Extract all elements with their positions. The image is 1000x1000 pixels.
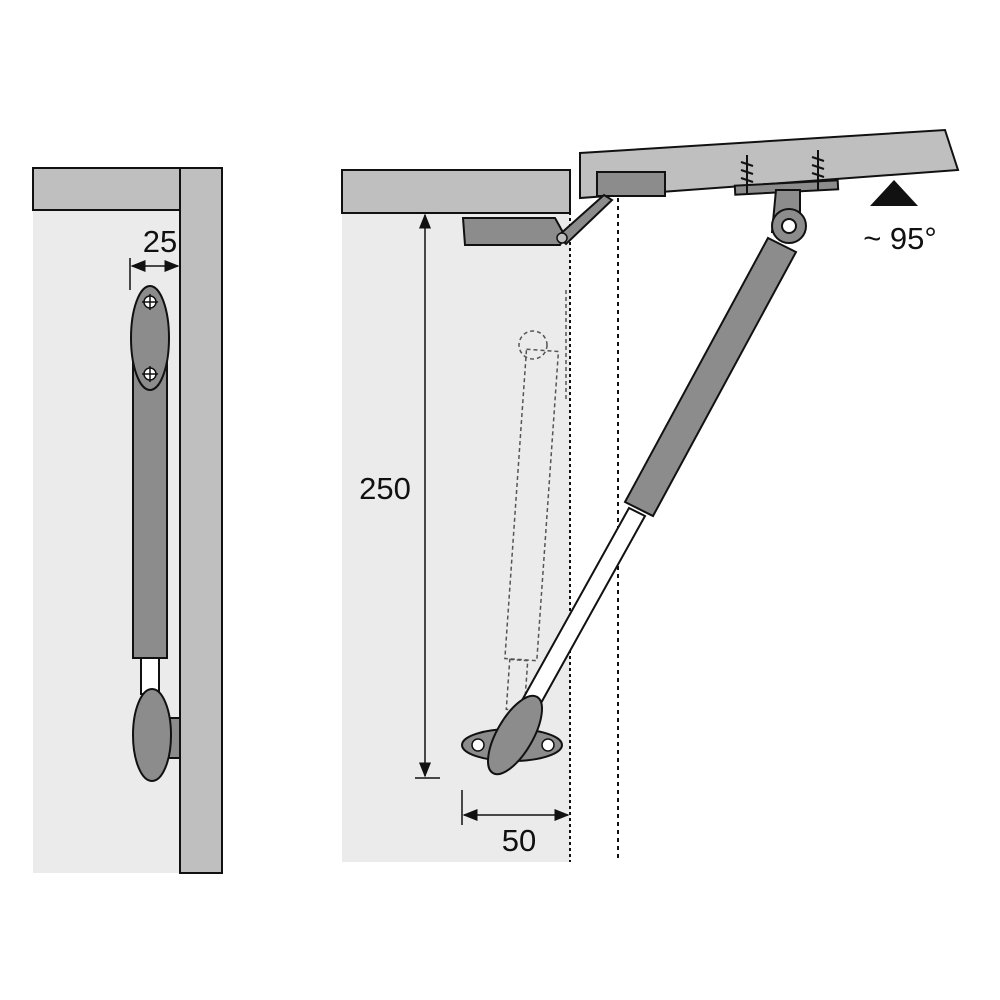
side-view: 25 [32,167,223,874]
dimension-label-25: 25 [143,224,177,259]
strut-cylinder [623,236,798,518]
top-panel [32,167,181,211]
hinge [461,193,614,246]
opening-angle-label: ~ 95° [863,221,937,256]
hinge-plate [596,171,666,197]
screw-icon [740,150,825,195]
flap-lid [579,128,960,200]
dimension-label-250: 250 [359,471,411,506]
rod-end-bulb [132,688,172,782]
screw-hole-icon [142,294,158,382]
dimension-label-50: 50 [502,823,536,858]
rod-end-bulb [487,694,543,776]
front-view: 250 50 ~ 95° [341,128,960,862]
side-wall [179,167,223,874]
angle-marker-icon [870,180,918,206]
top-panel [341,169,571,214]
screw-hole-icon [471,738,555,752]
upper-mount-plate [130,285,170,391]
gas-strut [461,189,807,776]
